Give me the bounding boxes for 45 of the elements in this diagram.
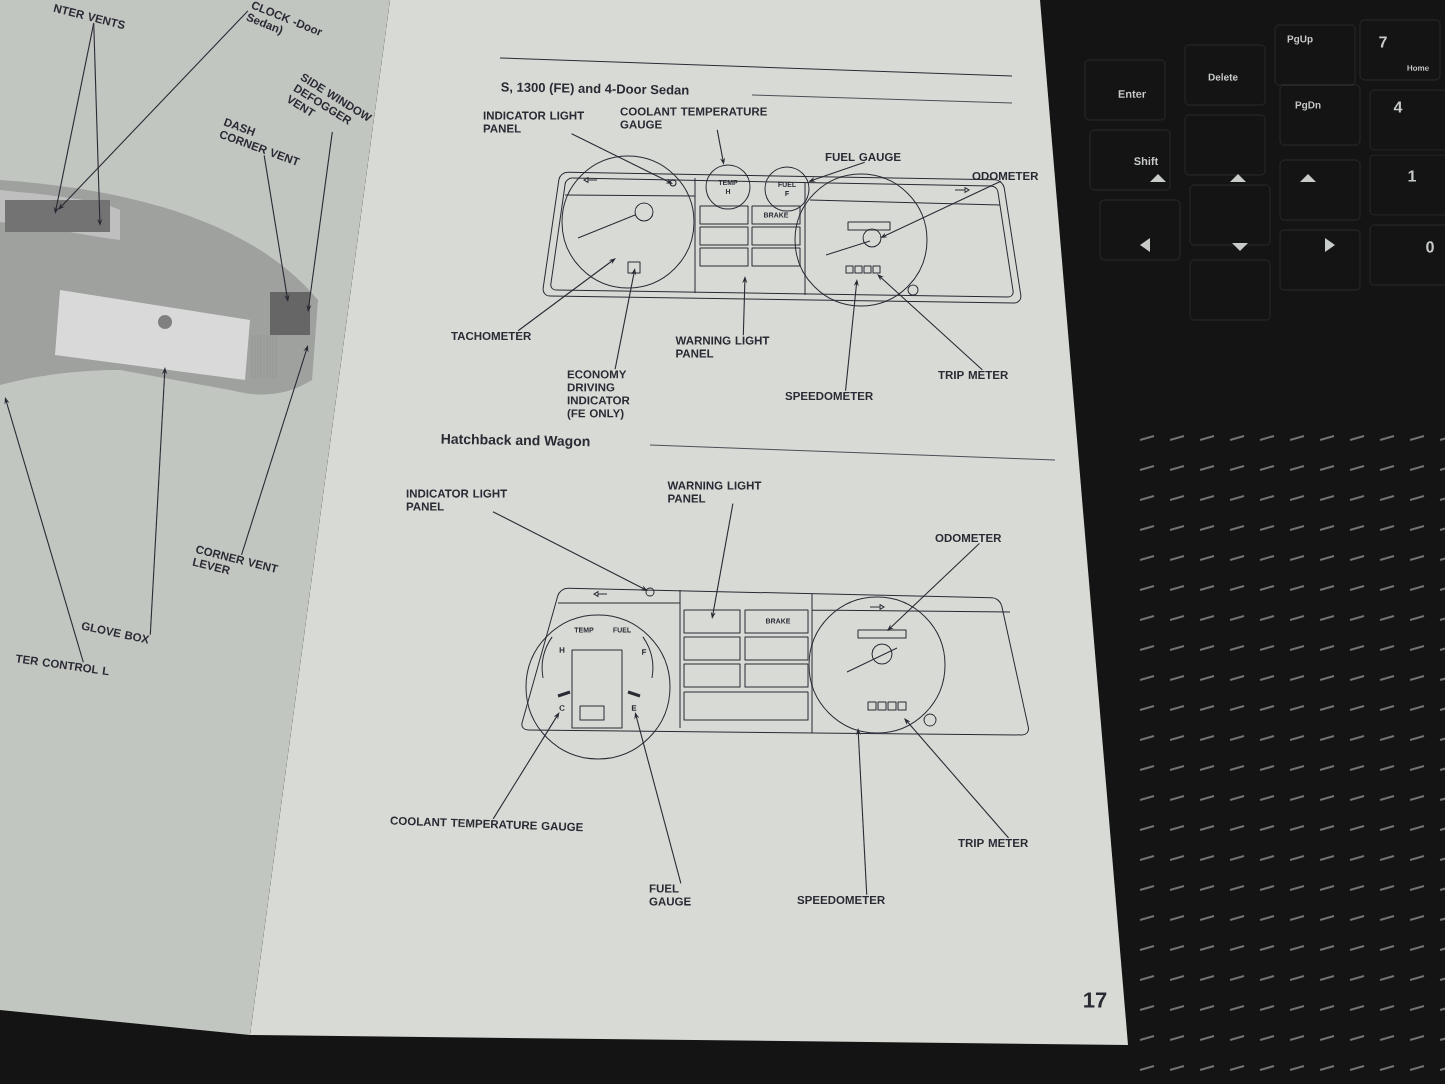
callout-label: TRIP METER [938,371,1009,379]
key-label: 0 [1426,241,1434,253]
section-heading: Hatchback and Wagon [441,434,590,449]
leader-line [904,718,1010,839]
leader-line [880,180,1002,238]
leader-line [492,511,648,591]
gauge-label: H [559,647,565,653]
callout-label: TRIP METER [958,839,1029,847]
page-number: 17 [1084,992,1107,1008]
callout-label: COOLANT TEMPERATURE GAUGE [390,816,583,832]
gauge-label: F [642,649,647,655]
callout-label: ODOMETER [935,533,1002,543]
leader-line [571,133,673,184]
gauge-label: C [559,705,565,711]
key-label: PgDn [1295,101,1321,111]
key-label: Shift [1134,156,1159,166]
key-label: 4 [1393,101,1403,113]
key-label: PgUp [1287,35,1313,45]
section-heading: S, 1300 (FE) and 4-Door Sedan [501,82,689,96]
leader-line [492,712,560,820]
callout-label: SPEEDOMETER [797,895,885,905]
leader-line [877,274,983,371]
key-label: Enter [1118,90,1146,98]
callout-label: INDICATOR LIGHT PANEL [406,489,508,511]
callout-label: COOLANT TEMPERATURE GAUGE [620,107,767,129]
key-label: Home [1407,65,1429,71]
key-label: 7 [1379,36,1387,48]
callout-label: GLOVE BOX [81,622,150,644]
callout-label: TER CONTROL L [16,654,109,676]
callout-label: TACHOMETER [451,331,532,341]
leader-line [517,258,616,332]
callout-label: FUEL GAUGE [649,884,691,906]
key-label: 1 [1408,170,1416,182]
callout-label: WARNING LIGHT PANEL [675,336,770,358]
leader-line [58,10,249,210]
callout-label: INDICATOR LIGHT PANEL [483,111,585,133]
callout-label: SPEEDOMETER [785,391,873,401]
callout-label: ODOMETER [972,171,1039,181]
callout-label: FUEL GAUGE [825,152,901,162]
callout-label: WARNING LIGHT PANEL [667,481,762,503]
gauge-label: E [631,705,637,711]
callout-label: ECONOMY DRIVING INDICATOR (FE ONLY) [567,370,630,420]
leader-line [887,542,980,631]
callout-label: NTER VENTS [53,4,125,29]
key-label: Delete [1208,73,1238,81]
